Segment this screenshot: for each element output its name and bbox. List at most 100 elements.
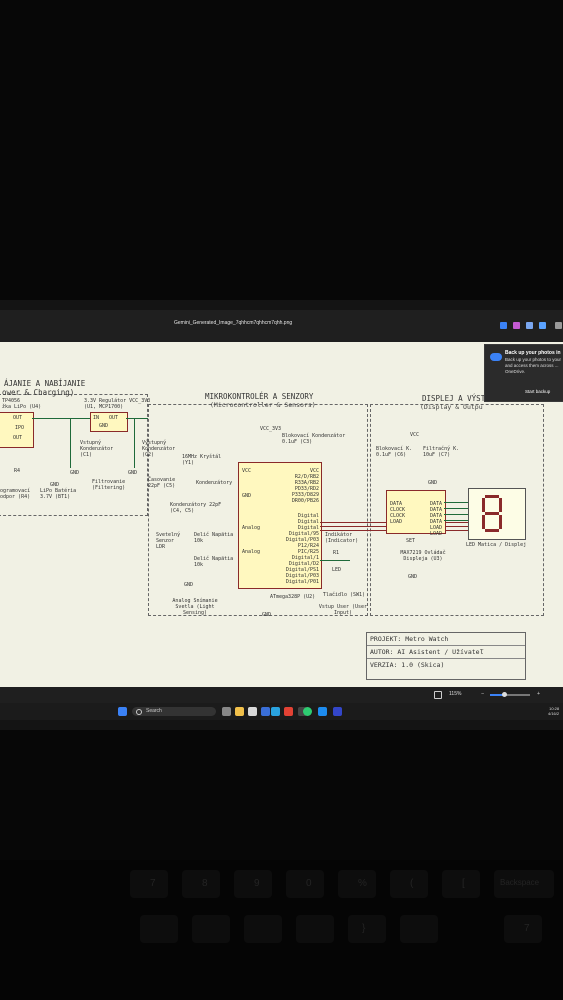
monitor-screen: Gemini_Generated_Image_7qhhcm7qhhcm7qhh.… xyxy=(0,310,563,720)
mcu-pins-right-1: VCC R2/D/RB2 R33A/RB2 PD33/RD2 P333/D829… xyxy=(292,468,319,504)
project-text: PROJEKT: Metro Watch xyxy=(370,635,449,643)
app-icon[interactable] xyxy=(248,707,257,716)
pin-out-2: OUT xyxy=(13,435,23,441)
mcu-name: ATmega328P (U2) xyxy=(270,594,316,600)
matrix-label: LED Matica / Displej xyxy=(466,542,527,548)
gnd-label: GND xyxy=(70,470,80,476)
search-placeholder: Search xyxy=(146,708,162,714)
key xyxy=(192,915,230,943)
key-label: } xyxy=(362,923,366,934)
mcu-pin: DR00/PB26 xyxy=(291,498,319,504)
key: % xyxy=(338,870,376,898)
driver-pin: CLOCK xyxy=(390,513,406,519)
pin-ipo: IPO xyxy=(15,425,25,431)
key xyxy=(400,915,438,943)
driver-pin: LOAD xyxy=(429,531,442,537)
mcu-subtitle: (Microcontroller & Sensors) xyxy=(210,401,316,409)
zoom-slider[interactable] xyxy=(490,692,530,697)
kicad-icon[interactable] xyxy=(333,707,342,716)
driver-right-pins: DATA DATA DATA DATA LOAD LOAD xyxy=(430,501,442,537)
power-title: ÁJANIE A NABÍJANIE xyxy=(4,379,86,388)
zoom-in-icon[interactable]: + xyxy=(537,691,541,697)
key: ( xyxy=(390,870,428,898)
reg-out: OUT xyxy=(109,415,119,421)
mcu-pin: R33A/RB2 xyxy=(294,480,319,486)
gnd-label: GND xyxy=(262,612,272,618)
mcu-pin: Digital xyxy=(297,519,319,525)
key xyxy=(296,915,334,943)
mcu-title: MIKROKONTROLÉR A SENZORY xyxy=(205,392,314,401)
ai-icon[interactable] xyxy=(513,322,520,329)
schematic-image: ÁJANIE A NABÍJANIE ower & Charging) TP40… xyxy=(0,342,563,687)
driver-pin: DATA xyxy=(429,519,442,525)
regulator-title: 3.3V Regulátor VCC_3V3 xyxy=(84,398,151,404)
clock-date: 4/16/2 xyxy=(548,711,560,716)
key-label: 7 xyxy=(150,878,156,889)
gnd-label: GND xyxy=(408,574,418,580)
wire xyxy=(70,418,71,468)
start-icon[interactable] xyxy=(118,707,127,716)
chrome-icon[interactable] xyxy=(284,707,293,716)
charger-chip: OUT IPO OUT xyxy=(0,412,34,448)
mcu-pin-analog: Analog xyxy=(242,549,261,555)
photos-icon[interactable] xyxy=(318,707,327,716)
edge-icon[interactable] xyxy=(271,707,280,716)
zoom-out-icon[interactable]: − xyxy=(481,691,485,697)
mcu-pin: Digital xyxy=(297,525,319,531)
driver-pin: CLOCK xyxy=(390,507,406,513)
taskbar: Search 10:28 4/16/2 xyxy=(0,703,563,720)
display-subtitle: (Display & Outpu xyxy=(420,403,483,411)
store-icon[interactable] xyxy=(261,707,270,716)
edit-icon[interactable] xyxy=(500,322,507,329)
wire xyxy=(444,520,470,521)
file-title: Gemini_Generated_Image_7qhhcm7qhhcm7qhh.… xyxy=(174,320,293,326)
analog-label: Analog Snímanie Svetla (Light Sensing) xyxy=(172,598,218,616)
more-icon[interactable] xyxy=(555,322,562,329)
key-label: ( xyxy=(410,878,414,889)
clock[interactable]: 10:28 4/16/2 xyxy=(548,706,559,716)
mcu-pin: Digital/P01 xyxy=(285,579,319,585)
key: 7 xyxy=(504,915,542,943)
key: 9 xyxy=(234,870,272,898)
driver-pin: DATA xyxy=(429,507,442,513)
task-view-icon[interactable] xyxy=(222,707,231,716)
title-block: PROJEKT: Metro Watch AUTOR: AI Asistent … xyxy=(366,632,526,680)
mcu-pin: Digital/95 xyxy=(288,531,319,537)
driver-pin: DATA xyxy=(429,501,442,507)
file-explorer-icon[interactable] xyxy=(235,707,244,716)
onedrive-icon[interactable] xyxy=(539,322,546,329)
mcu-pin: VCC xyxy=(309,468,319,474)
indicator-label: Indikátor (Indicator) xyxy=(325,532,359,544)
author-text: AUTOR: AI Asistent / Užívateľ xyxy=(370,648,484,656)
viewer-status-bar: 115% − + xyxy=(0,687,563,703)
title-row-project: PROJEKT: Metro Watch xyxy=(367,633,525,646)
power-section-border xyxy=(0,394,148,516)
gnd-label: GND xyxy=(428,480,438,486)
start-backup-button[interactable]: Start backup xyxy=(525,389,551,394)
zoom-slider-knob[interactable] xyxy=(501,692,507,697)
driver-pin: DATA xyxy=(390,501,403,507)
mcu-pin: Digital xyxy=(297,513,319,519)
terminal-icon[interactable] xyxy=(298,707,307,716)
key: 7 xyxy=(130,870,168,898)
caps-label: Kondenzátory xyxy=(196,480,233,486)
spotify-icon[interactable] xyxy=(303,707,312,716)
onedrive-notification[interactable]: Back up your photos in Back up your phot… xyxy=(484,344,563,402)
vcc-label: VCC_3V3 xyxy=(260,426,282,432)
share-icon[interactable] xyxy=(526,322,533,329)
key: [ xyxy=(442,870,480,898)
mcu-pin: Digital/PS1 xyxy=(285,567,319,573)
wire xyxy=(320,560,350,561)
reg-in: IN xyxy=(93,415,100,421)
key: Backspace xyxy=(494,870,554,898)
wire xyxy=(32,418,90,419)
key: 0 xyxy=(286,870,324,898)
fit-icon[interactable] xyxy=(434,691,442,699)
display-title: DISPLEJ A VÝSTU xyxy=(422,394,490,403)
search-box[interactable]: Search xyxy=(132,707,216,716)
display-decoupling: Blokovací K. 0.1uF (C6) xyxy=(376,446,413,458)
mcu-pin: Digital/D2 xyxy=(288,561,319,567)
resistor-label: R4 xyxy=(14,468,21,474)
filter-label: Filtrovanie (Filtering) xyxy=(92,479,126,491)
